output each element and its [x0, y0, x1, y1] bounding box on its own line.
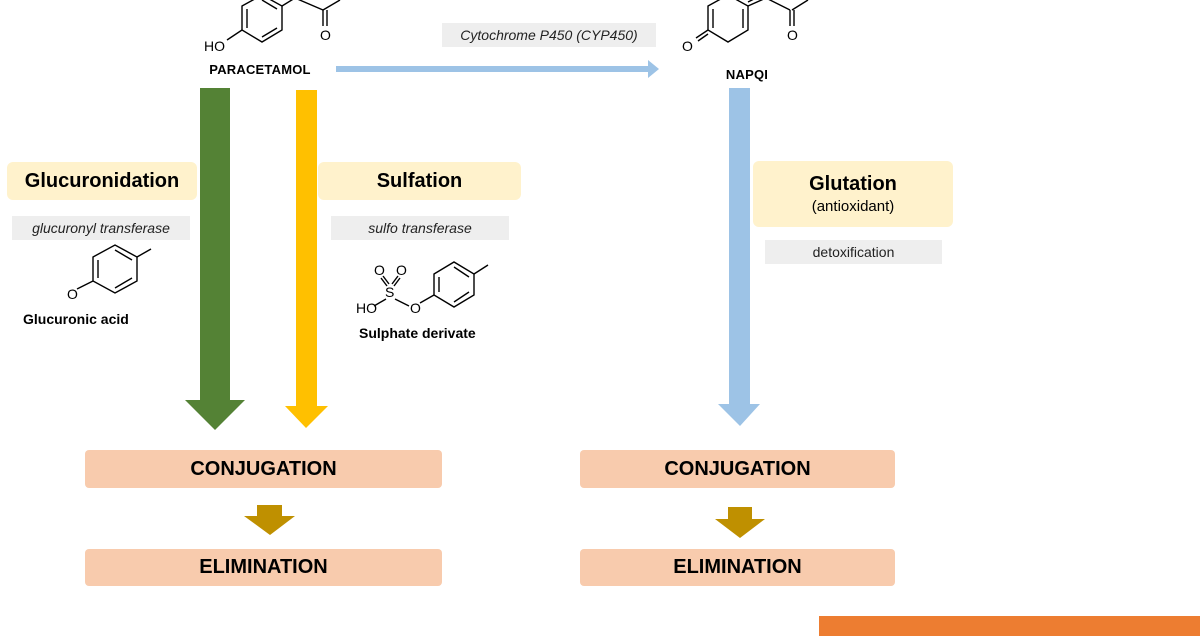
glucuronidation-arrow [185, 88, 245, 430]
sulfate-o3-text: O [410, 300, 421, 316]
glucuronidation-box: Glucuronidation [7, 162, 197, 200]
sulfation-arrow [285, 90, 328, 428]
glutation-subtitle: (antioxidant) [811, 198, 895, 215]
sulfation-box: Sulfation [318, 162, 521, 200]
glutation-arrow [718, 88, 760, 426]
glutation-title: Glutation [809, 173, 897, 195]
napqi-structure-icon: O O [682, 0, 809, 54]
sulfation-title: Sulfation [376, 169, 463, 192]
cyp450-arrow [336, 60, 659, 78]
sulfo-transferase-label: sulfo transferase [331, 216, 509, 240]
footer-banner-tab [819, 616, 1200, 636]
sulfate-s-text: S [385, 284, 394, 300]
right-elimination-box: ELIMINATION [580, 549, 895, 586]
cyp450-label: Cytochrome P450 (CYP450) [442, 23, 656, 47]
detoxification-label: detoxification [765, 240, 942, 264]
sulphate-derivate-label: Sulphate derivate [359, 325, 476, 341]
left-elimination-box: ELIMINATION [85, 549, 442, 586]
right-stage-arrow [715, 507, 765, 538]
sulfate-o2-text: O [396, 262, 407, 278]
napqi-label: NAPQI [725, 67, 769, 82]
sulfate-o1-text: O [374, 262, 385, 278]
napqi-o-left-text: O [682, 38, 693, 54]
paracetamol-ho-text: HO [204, 38, 225, 54]
glucuronic-acid-label: Glucuronic acid [23, 311, 129, 327]
left-stage-arrow [244, 505, 295, 535]
left-conjugation-box: CONJUGATION [85, 450, 442, 488]
glucuronic-acid-o-text: O [67, 286, 78, 302]
glucuronic-acid-structure-icon: O [67, 244, 152, 302]
paracetamol-o-text: O [320, 27, 331, 43]
napqi-o-right-text: O [787, 27, 798, 43]
glucuronyl-transferase-label: glucuronyl transferase [12, 216, 190, 240]
sulfate-ho-text: HO [356, 300, 377, 316]
paracetamol-structure-icon: HO O [204, 0, 341, 54]
right-conjugation-box: CONJUGATION [580, 450, 895, 488]
glucuronidation-title: Glucuronidation [24, 169, 180, 192]
glutation-box: Glutation (antioxidant) [753, 161, 953, 227]
sulphate-derivate-structure-icon: O O S HO O [356, 261, 489, 316]
paracetamol-label: PARACETAMOL [209, 62, 311, 77]
